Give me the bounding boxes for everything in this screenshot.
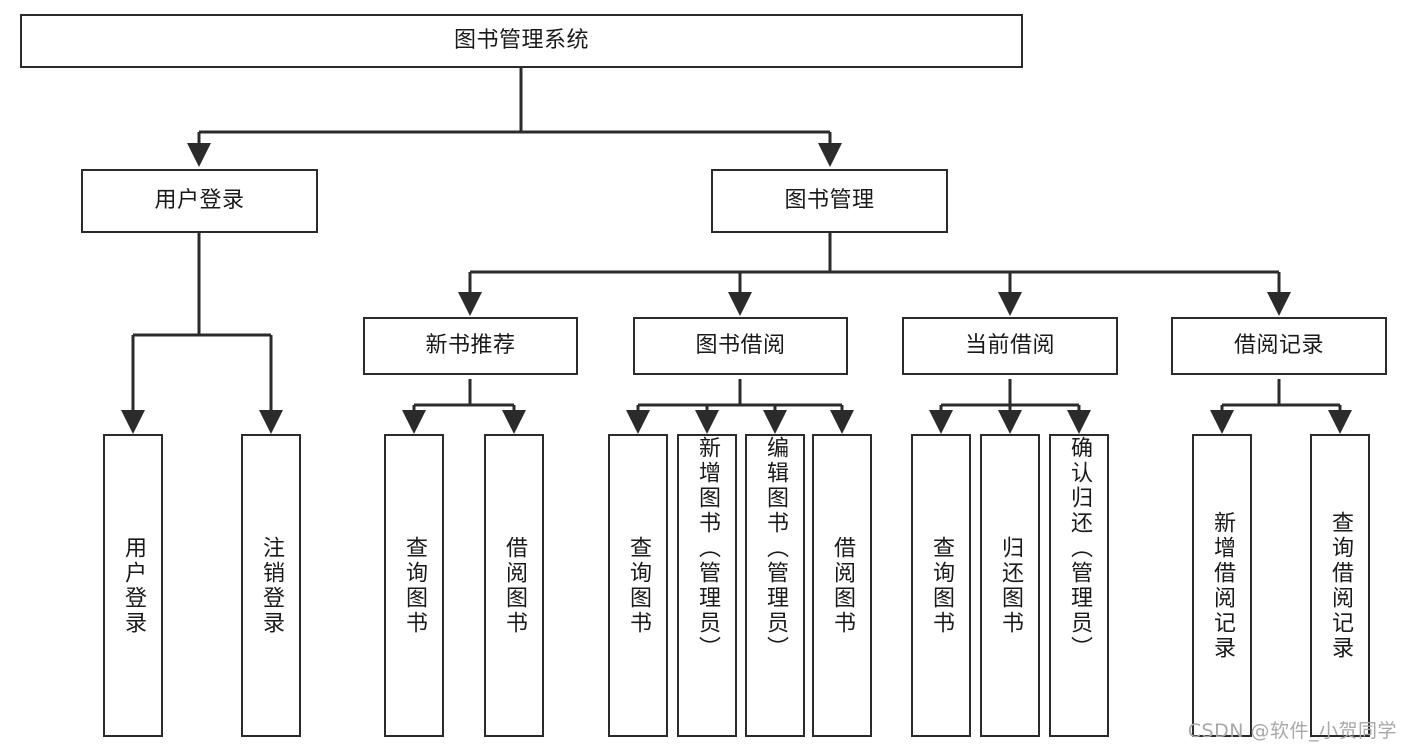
leaf-borrow-book-1[interactable]: 借阅图书 <box>484 434 544 737</box>
leaf-borrow-book-2[interactable]: 借阅图书 <box>812 434 872 737</box>
node-book-borrow[interactable]: 图书借阅 <box>633 317 848 375</box>
node-root-label: 图书管理系统 <box>453 28 589 54</box>
leaf-user-login[interactable]: 用户登录 <box>103 434 163 737</box>
node-borrow-record-label: 借阅记录 <box>1233 333 1324 359</box>
leaf-add-record[interactable]: 新增借阅记录 <box>1192 434 1252 737</box>
node-new-book-recommend[interactable]: 新书推荐 <box>363 317 578 375</box>
leaf-add-book[interactable]: 新增图书（管理员） <box>677 434 737 737</box>
leaf-edit-book-label: 编辑图书（管理员） <box>763 436 788 661</box>
leaf-confirm-return-label: 确认归还（管理员） <box>1067 436 1092 661</box>
leaf-confirm-return[interactable]: 确认归还（管理员） <box>1049 434 1109 737</box>
node-user-login-label: 用户登录 <box>154 188 245 214</box>
node-borrow-record[interactable]: 借阅记录 <box>1171 317 1387 375</box>
leaf-query-book-3[interactable]: 查询图书 <box>911 434 971 737</box>
node-current-borrow[interactable]: 当前借阅 <box>902 317 1118 375</box>
node-user-login[interactable]: 用户登录 <box>81 169 318 233</box>
node-root[interactable]: 图书管理系统 <box>20 14 1023 68</box>
leaf-logout-login[interactable]: 注销登录 <box>241 434 301 737</box>
leaf-logout-login-label: 注销登录 <box>259 535 284 636</box>
csdn-watermark: CSDN @软件_小贺同学 <box>1187 720 1397 742</box>
leaf-borrow-book-1-label: 借阅图书 <box>502 535 527 636</box>
leaf-query-book-1[interactable]: 查询图书 <box>384 434 444 737</box>
leaf-borrow-book-2-label: 借阅图书 <box>830 535 855 636</box>
leaf-user-login-label: 用户登录 <box>121 535 146 636</box>
leaf-query-record[interactable]: 查询借阅记录 <box>1310 434 1370 737</box>
leaf-query-book-1-label: 查询图书 <box>402 535 427 636</box>
leaf-return-book[interactable]: 归还图书 <box>980 434 1040 737</box>
leaf-add-book-label: 新增图书（管理员） <box>695 436 720 661</box>
node-current-borrow-label: 当前借阅 <box>964 333 1055 359</box>
node-new-book-recommend-label: 新书推荐 <box>425 333 516 359</box>
leaf-query-book-2-label: 查询图书 <box>626 535 651 636</box>
leaf-query-book-2[interactable]: 查询图书 <box>608 434 668 737</box>
leaf-edit-book[interactable]: 编辑图书（管理员） <box>745 434 805 737</box>
leaf-query-record-label: 查询借阅记录 <box>1328 510 1353 661</box>
node-book-management-label: 图书管理 <box>784 188 875 214</box>
node-book-borrow-label: 图书借阅 <box>695 333 786 359</box>
leaf-add-record-label: 新增借阅记录 <box>1210 510 1235 661</box>
leaf-return-book-label: 归还图书 <box>998 535 1023 636</box>
leaf-query-book-3-label: 查询图书 <box>929 535 954 636</box>
node-book-management[interactable]: 图书管理 <box>711 169 948 233</box>
